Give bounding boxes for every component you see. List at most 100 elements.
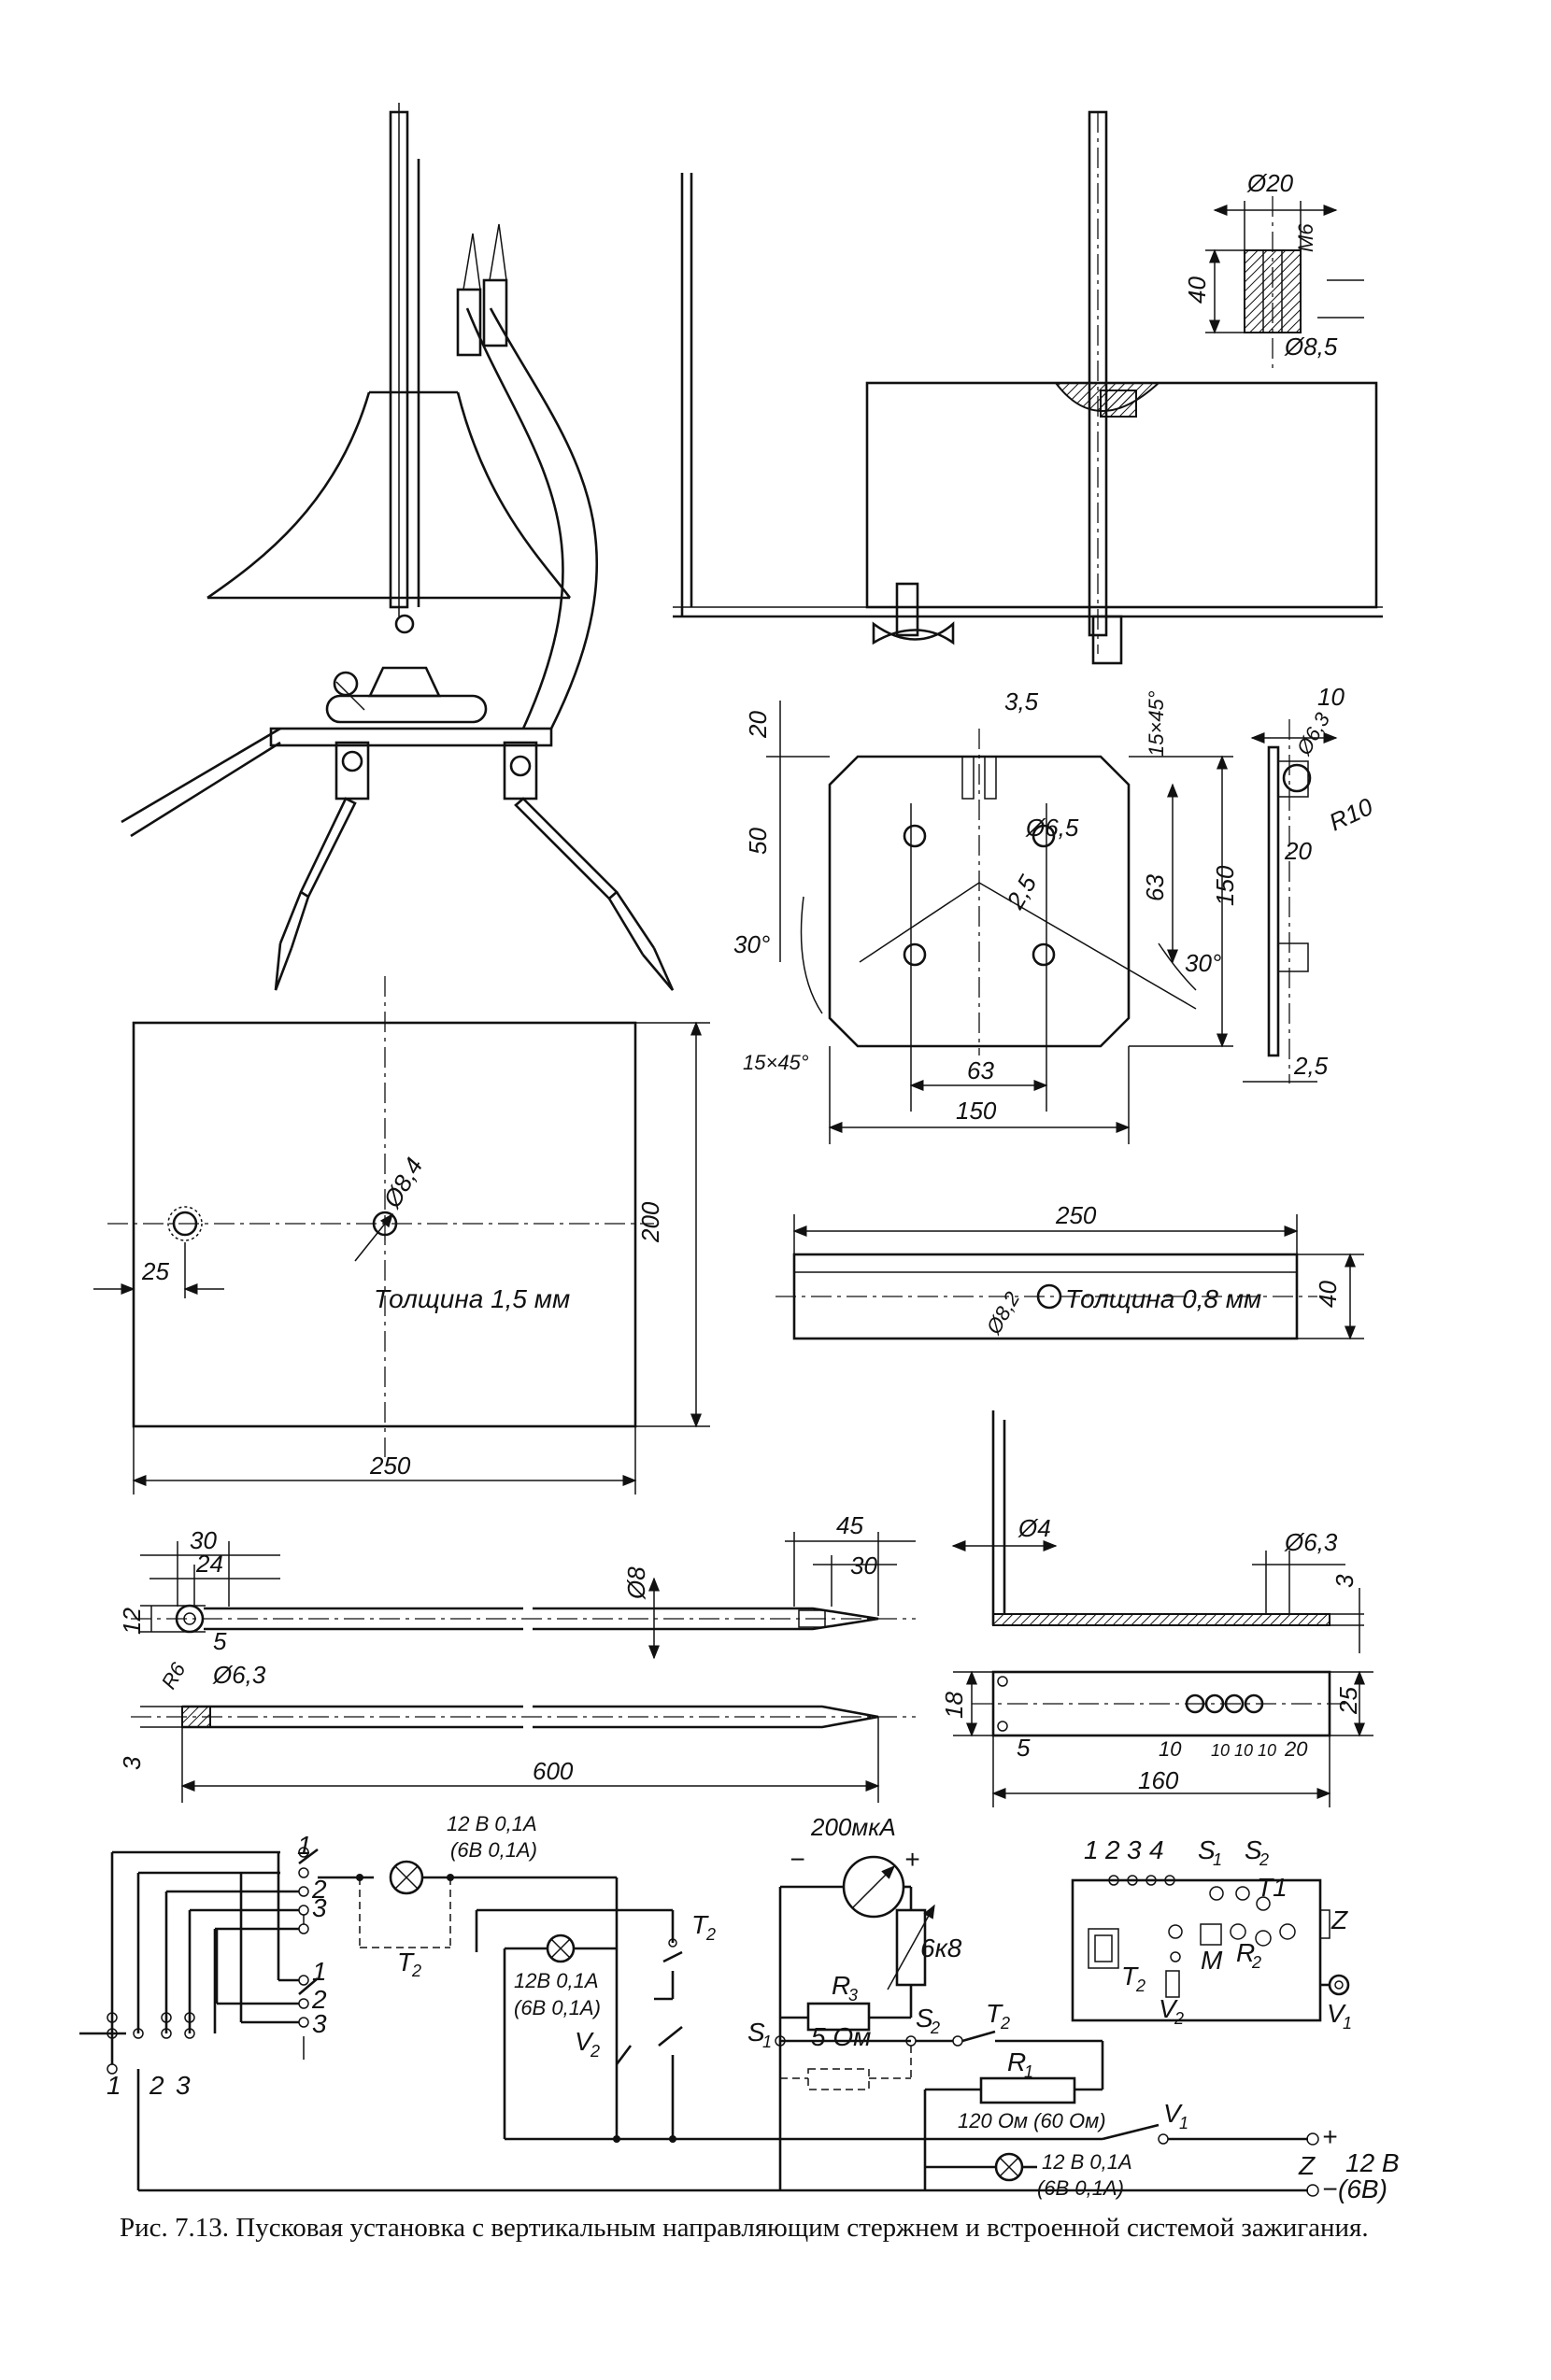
dim-r10: R10 xyxy=(1325,792,1377,837)
dim-63-h: 63 xyxy=(967,1056,994,1084)
circuit-sw-a-1: 1 xyxy=(312,1957,327,1986)
r6k8-label: 6к8 xyxy=(920,1934,962,1962)
dim-160: 160 xyxy=(1138,1766,1179,1794)
panel-label-z: Z xyxy=(1330,1905,1348,1934)
panel-label-r2: R xyxy=(1236,1938,1255,1967)
voltage-6v-label: (6В) xyxy=(1338,2175,1387,2203)
dim-chamfer: 15×45° xyxy=(743,1051,809,1074)
t2-label-a-sub: 2 xyxy=(411,1962,421,1980)
panel-labels: 1 2 3 4 S 1 S 2 T1 Z T 2 M R 2 V 2 V 1 xyxy=(1084,1835,1352,2033)
dim-d6-5: Ø6,5 xyxy=(1025,814,1079,842)
dim-5-rod: 5 xyxy=(213,1627,227,1655)
panel-label-m: M xyxy=(1201,1946,1223,1975)
bushing-detail xyxy=(1205,196,1364,374)
dim-2-5-side: 2,5 xyxy=(1293,1052,1329,1080)
circuit-labels: 1 2 3 1 2 3 1 2 3 12 В 0,1А (6В 0,1А) T … xyxy=(107,1812,1400,2203)
s1-label: S xyxy=(747,2018,765,2047)
dim-2-5-plate: 2,5 xyxy=(1001,870,1043,914)
plate-150-view xyxy=(766,701,1338,1144)
dim-40: 40 xyxy=(1183,276,1211,304)
dim-r6: R6 xyxy=(157,1658,191,1693)
dim-12: 12 xyxy=(118,1608,146,1635)
dim-30-right: 30° xyxy=(1185,949,1221,977)
dim-d4: Ø4 xyxy=(1017,1514,1051,1542)
s2-label: S xyxy=(916,2004,933,2033)
dim-d6-3-side: Ø6,3 xyxy=(1291,708,1334,759)
panel-label-2: 2 xyxy=(1104,1835,1120,1864)
strip-250-view xyxy=(776,1214,1364,1340)
lamp3-label-alt: (6В 0,1А) xyxy=(1037,2176,1124,2200)
meter-label: 200мкА xyxy=(810,1813,896,1841)
circuit-sw-b-2: 2 xyxy=(149,2071,164,2100)
r3-label: R xyxy=(832,1971,850,2000)
dim-m6: M6 xyxy=(1294,223,1317,252)
dim-24: 24 xyxy=(195,1550,223,1578)
thickness-1-5-label: Толщина 1,5 мм xyxy=(374,1284,570,1313)
dim-10: 10 xyxy=(1317,683,1345,711)
leg-rod-view xyxy=(131,1532,916,1803)
dim-250-base: 250 xyxy=(369,1452,411,1480)
lamp3-label: 12 В 0,1А xyxy=(1042,2150,1132,2174)
circuit-sw-b-1: 1 xyxy=(107,2071,121,2100)
panel-label-v2: V xyxy=(1159,1994,1178,2023)
circuit-diagram xyxy=(79,1847,1319,2197)
panel-label-s1: S xyxy=(1198,1835,1216,1864)
dim-150-v: 150 xyxy=(1211,865,1239,906)
lamp2-label-alt: (6В 0,1А) xyxy=(514,1996,601,2019)
panel-label-4: 4 xyxy=(1149,1835,1164,1864)
r1-label: R xyxy=(1007,2047,1026,2076)
t2-label-c: T xyxy=(986,1999,1003,2028)
panel-label-v1-sub: 1 xyxy=(1343,2014,1352,2033)
dim-d8-2: Ø8,2 xyxy=(981,1288,1024,1339)
lamp1-label-alt: (6В 0,1А) xyxy=(450,1838,537,1862)
v2-label: V xyxy=(575,2027,594,2056)
dim-45: 45 xyxy=(836,1511,863,1539)
dim-10-bracket: 10 xyxy=(1159,1737,1182,1761)
dim-3-rod: 3 xyxy=(118,1756,146,1770)
base-plate-view xyxy=(93,976,710,1495)
plus-output-label: + xyxy=(1322,2122,1337,2151)
v1-label: V xyxy=(1163,2099,1183,2128)
dim-5-bracket: 5 xyxy=(1017,1734,1031,1762)
dim-d6-3-bracket: Ø6,3 xyxy=(1284,1528,1338,1556)
r1-label-sub: 1 xyxy=(1024,2062,1033,2081)
dim-d85: Ø8,5 xyxy=(1284,333,1338,361)
dim-d6-3-rod: Ø6,3 xyxy=(212,1661,266,1689)
panel-label-r2-sub: 2 xyxy=(1251,1953,1261,1972)
voltage-12v-label: 12 В xyxy=(1345,2148,1400,2177)
lamp1-label: 12 В 0,1А xyxy=(447,1812,537,1835)
circuit-sw-a-2: 2 xyxy=(311,1985,327,2014)
r3-label-sub: 3 xyxy=(848,1986,858,2005)
panel-label-3: 3 xyxy=(1127,1835,1142,1864)
meter-plus: + xyxy=(904,1845,919,1874)
circuit-sw-a-3: 3 xyxy=(312,2009,327,2038)
panel-label-v2-sub: 2 xyxy=(1174,2009,1184,2028)
panel-label-s2-sub: 2 xyxy=(1259,1850,1269,1869)
dim-63-v: 63 xyxy=(1141,874,1169,901)
dim-20-bracket: 20 xyxy=(1284,1737,1308,1761)
circuit-sw-left-2: 2 xyxy=(311,1875,327,1904)
r120-label: 120 Ом (60 Ом) xyxy=(958,2109,1106,2132)
panel-label-1: 1 xyxy=(1084,1835,1099,1864)
dim-25: 25 xyxy=(141,1257,169,1285)
dim-3-bracket: 3 xyxy=(1330,1574,1359,1588)
launcher-perspective-view xyxy=(121,103,675,991)
dim-200: 200 xyxy=(636,1201,664,1243)
s1-label-sub: 1 xyxy=(762,2033,772,2051)
v2-label-sub: 2 xyxy=(590,2042,600,2061)
panel-label-t1: T1 xyxy=(1257,1873,1288,1902)
panel-label-s1-sub: 1 xyxy=(1213,1850,1222,1869)
dim-chamfer-top: 15×45° xyxy=(1145,690,1168,757)
circuit-sw-left-3: 3 xyxy=(312,1893,327,1922)
figure-caption: Рис. 7.13. Пусковая установка с вертикал… xyxy=(120,2213,1369,2243)
t2-label-a: T xyxy=(397,1948,415,1976)
dim-3-5: 3,5 xyxy=(1004,687,1039,715)
minus-output-label: − xyxy=(1322,2175,1337,2203)
dim-150-h: 150 xyxy=(956,1097,997,1125)
dim-600: 600 xyxy=(533,1757,574,1785)
t2-label-c-sub: 2 xyxy=(1000,2014,1010,2033)
dim-30-rod: 30 xyxy=(190,1526,217,1554)
thickness-0-8-label: Толщина 0,8 мм xyxy=(1065,1284,1261,1313)
meter-minus: − xyxy=(790,1845,804,1874)
